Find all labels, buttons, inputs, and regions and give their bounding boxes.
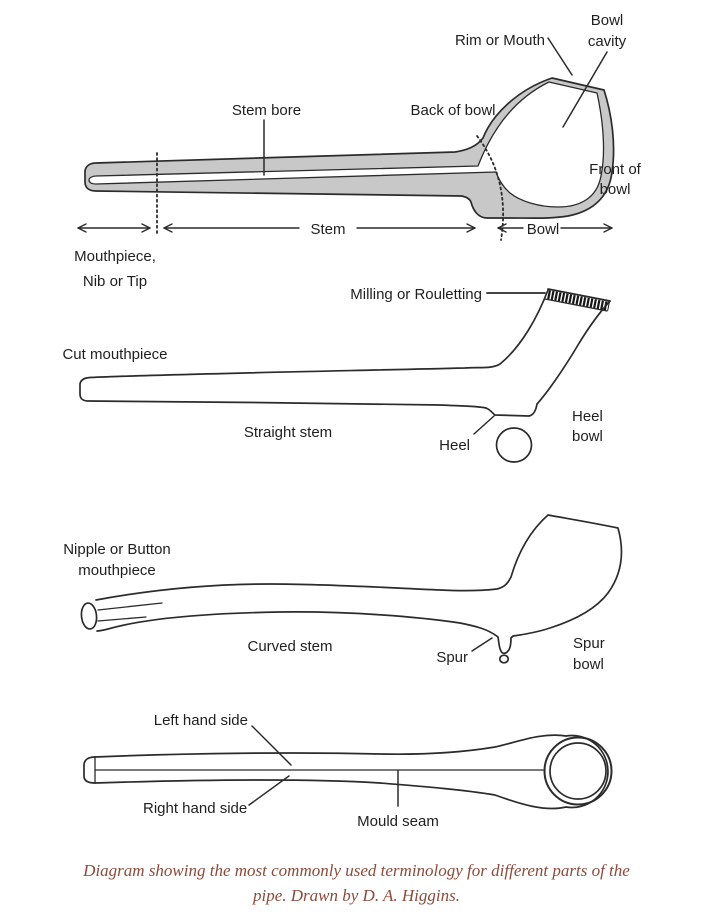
bowl-cavity-label-line2: cavity [587, 33, 627, 50]
spur-pipe-drawing [80, 514, 623, 664]
front-of-bowl-label-line1: Front of [589, 161, 641, 178]
right-hand-side-label: Right hand side [143, 800, 248, 817]
caption-line1: Diagram showing the most commonly used t… [83, 861, 630, 880]
heel-base-circle [495, 427, 533, 463]
back-of-bowl-label: Back of bowl [410, 102, 496, 119]
heel-bowl-label-line2: bowl [572, 428, 603, 445]
stem-bore-label: Stem bore [231, 102, 302, 119]
spur-base-circle [498, 654, 510, 664]
bowl-cavity-label-line1: Bowl [590, 12, 624, 29]
front-of-bowl-label-line2: bowl [599, 181, 631, 198]
nipple-junction-line-lower [97, 616, 147, 622]
rim-or-mouth-label: Rim or Mouth [454, 32, 545, 49]
bowl-extent-arrow [497, 223, 613, 233]
heel-bowl-label-line1: Heel [572, 408, 603, 425]
nipple-label-line1: Nipple or Button [63, 541, 171, 558]
bowl-rim-outer-circle [543, 736, 613, 806]
mouthpiece-label-line1: Mouthpiece, [74, 248, 156, 265]
spur-label: Spur [436, 649, 468, 666]
mould-seam-label: Mould seam [357, 813, 439, 830]
bowl-extent-label: Bowl [526, 221, 560, 238]
caption-line2: pipe. Drawn by D. A. Higgins. [253, 886, 460, 905]
mouthpiece-extent-arrow [77, 223, 151, 233]
spur-bowl-label-line2: bowl [573, 656, 604, 673]
heel-pipe-outline [79, 289, 611, 417]
rim-band-lower-edge [544, 298, 608, 312]
milling-band [547, 290, 610, 311]
rim-leader [547, 37, 573, 76]
left-hand-side-label: Left hand side [153, 712, 248, 729]
left-hand-side-leader [251, 725, 292, 766]
milling-label: Milling or Rouletting [350, 286, 482, 303]
spur-pipe-outline [95, 514, 623, 655]
bowl-rim-inner-circle [549, 742, 607, 800]
nipple-button-tip [80, 602, 98, 630]
cut-mouthpiece-label: Cut mouthpiece [62, 346, 168, 363]
heel-leader [473, 415, 495, 435]
spur-leader [471, 637, 493, 652]
mouthpiece-label-line2: Nib or Tip [82, 273, 148, 290]
rim-top-edge [547, 288, 611, 302]
bowl-cavity-leader [562, 51, 608, 128]
plan-view-pipe-drawing [83, 725, 613, 810]
plan-outline [94, 734, 609, 810]
spur-bowl-label-line1: Spur [573, 635, 605, 652]
mouthpiece-end-cap [83, 756, 96, 784]
stem-extent-arrow [163, 223, 476, 233]
straight-stem-label: Straight stem [243, 424, 333, 441]
heel-label: Heel [439, 437, 470, 454]
pipe-section-outline [84, 77, 615, 220]
heel-pipe-drawing [79, 288, 611, 463]
curved-stem-label: Curved stem [247, 638, 333, 655]
stem-bore-and-cavity [88, 81, 605, 208]
stem-extent-label: Stem [310, 221, 346, 238]
nipple-label-line2: mouthpiece [78, 562, 156, 579]
right-hand-side-leader [248, 775, 290, 806]
nipple-junction-line-upper [97, 602, 163, 611]
sectioned-pipe-drawing [77, 37, 615, 241]
